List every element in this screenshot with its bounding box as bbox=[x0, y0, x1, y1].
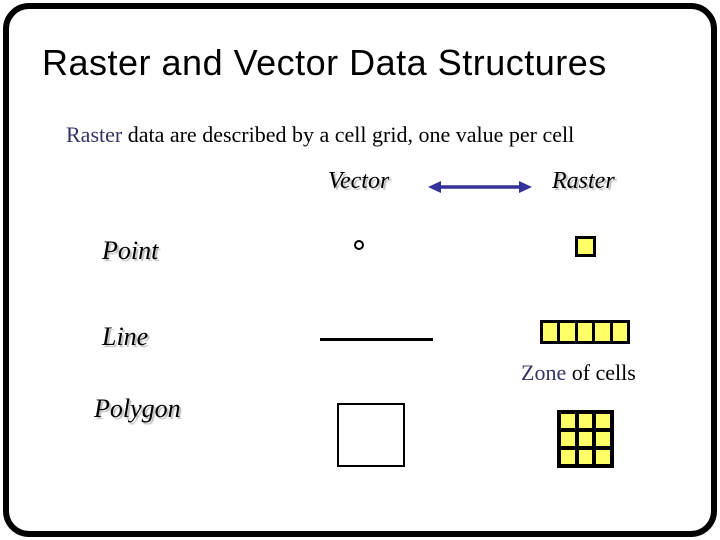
grid-cell bbox=[543, 323, 558, 341]
slide-title: Raster and Vector Data Structures bbox=[42, 42, 607, 83]
raster-line-grid bbox=[540, 320, 630, 344]
subtitle-highlight: Raster bbox=[66, 122, 123, 147]
grid-cell bbox=[561, 450, 575, 464]
grid-cell bbox=[596, 432, 610, 446]
grid-cell bbox=[561, 432, 575, 446]
grid-cell bbox=[578, 450, 593, 464]
grid-cell bbox=[560, 323, 575, 341]
row-label-polygon: Polygon bbox=[94, 394, 181, 423]
zone-note-rest: of cells bbox=[566, 360, 636, 385]
zone-note-highlight: Zone bbox=[521, 360, 567, 385]
zone-note: Zone of cells bbox=[521, 360, 636, 386]
subtitle-rest: data are described by a cell grid, one v… bbox=[122, 122, 575, 147]
double-arrow-icon bbox=[428, 180, 532, 194]
line-segment-icon bbox=[320, 338, 433, 341]
column-header-vector: Vector bbox=[328, 168, 390, 194]
point-circle-icon bbox=[354, 240, 364, 250]
raster-polygon-grid bbox=[557, 410, 614, 468]
grid-cell bbox=[596, 414, 610, 428]
polygon-square-icon bbox=[337, 403, 405, 467]
subtitle: Raster data are described by a cell grid… bbox=[66, 122, 574, 148]
raster-point-cell bbox=[575, 236, 596, 257]
grid-cell bbox=[578, 432, 593, 446]
row-label-point: Point bbox=[102, 236, 159, 265]
grid-cell bbox=[577, 323, 593, 341]
grid-cell bbox=[595, 323, 610, 341]
grid-cell bbox=[612, 323, 627, 341]
grid-cell bbox=[596, 450, 610, 464]
grid-cell bbox=[578, 414, 593, 428]
grid-cell bbox=[561, 414, 575, 428]
row-label-line: Line bbox=[102, 322, 149, 351]
column-header-raster: Raster bbox=[552, 168, 615, 194]
